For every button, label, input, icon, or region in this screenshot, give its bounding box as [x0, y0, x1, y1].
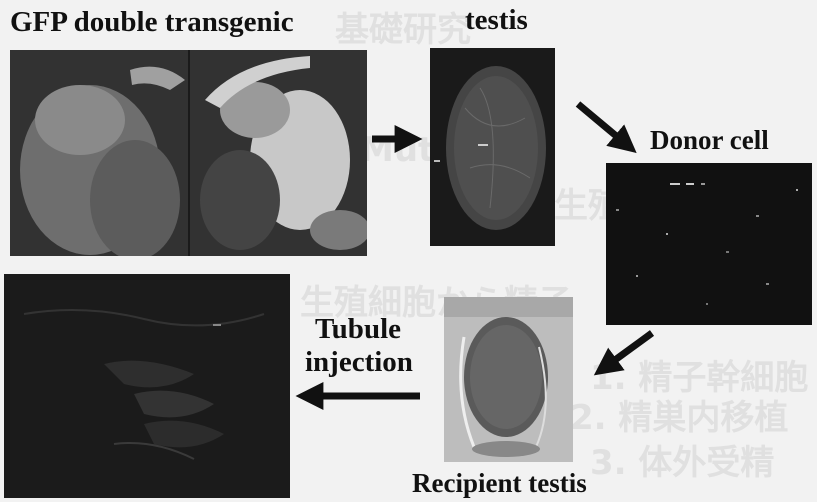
result-testis-image [4, 274, 290, 498]
result-testis-illustration [4, 274, 290, 498]
gfp-mice-illustration [10, 50, 367, 256]
recipient-testis-label: Recipient testis [412, 468, 587, 499]
donor-cell-illustration [606, 163, 812, 325]
testis-label: testis [465, 4, 528, 37]
recipient-testis-illustration [444, 297, 573, 462]
tubule-label: Tubule [315, 313, 401, 346]
testis-image [430, 48, 555, 246]
title-label: GFP double transgenic [10, 6, 294, 39]
gfp-mice-image [10, 50, 367, 256]
recipient-testis-image [444, 297, 573, 462]
arrow-testis-to-donor [578, 104, 627, 145]
donor-cell-label: Donor cell [650, 125, 769, 156]
bg-item3: 3. 体外受精 [590, 435, 774, 484]
bg-item2: 2. 精巣内移植 [570, 390, 788, 439]
donor-cell-image [606, 163, 812, 325]
injection-label: injection [305, 346, 413, 379]
testis-illustration [430, 48, 555, 246]
bg-heading: 基礎研究 [335, 2, 471, 51]
